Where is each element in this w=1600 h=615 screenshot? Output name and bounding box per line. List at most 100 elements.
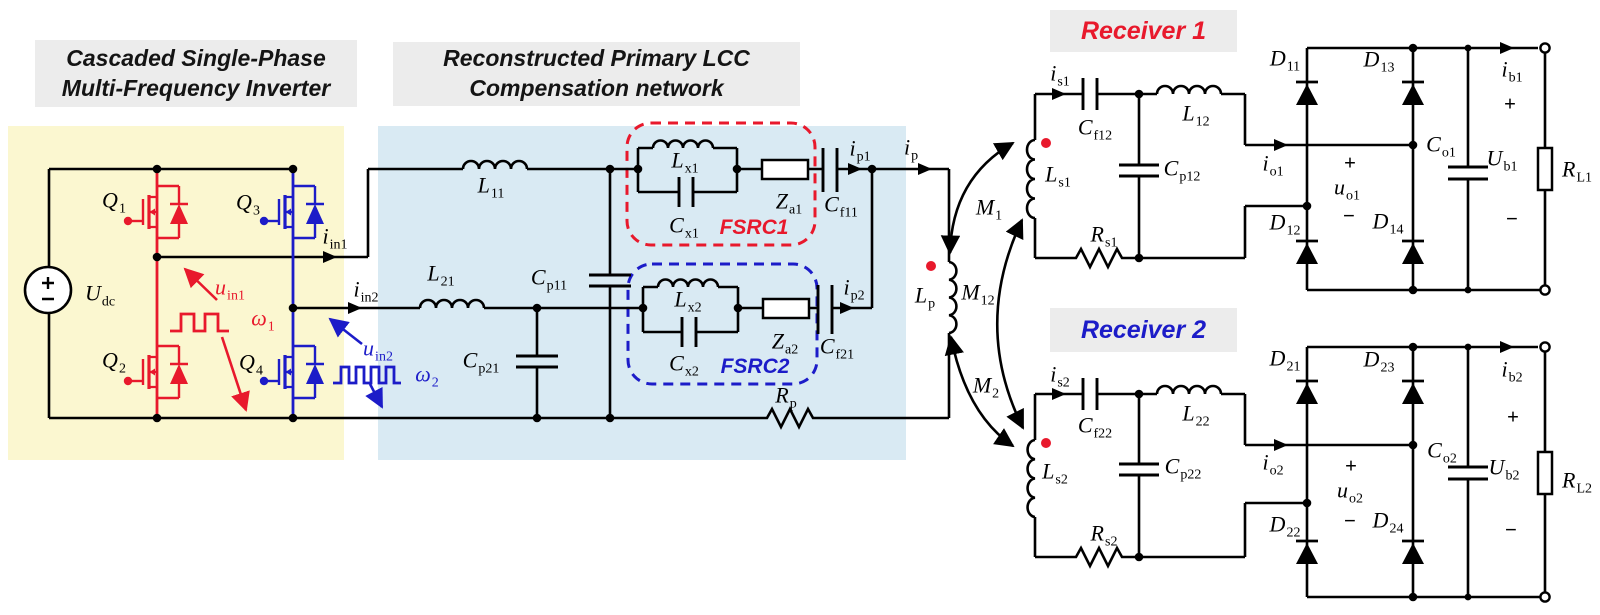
label-d12-main: D xyxy=(1269,209,1286,235)
label-rp: Rp xyxy=(775,384,796,411)
label-cp11-sub: p11 xyxy=(546,278,568,294)
label-cf21: Cf21 xyxy=(820,335,854,362)
label-ib2-main: i xyxy=(1501,356,1508,382)
label-za2: Za2 xyxy=(772,330,798,357)
label-cf12-main: C xyxy=(1077,114,1093,140)
label-q3-sub: 3 xyxy=(252,203,260,219)
inverter-section-title: Cascaded Single-Phase Multi-Frequency In… xyxy=(35,40,357,107)
label-l11-sub: 11 xyxy=(490,186,505,202)
impedance-za2-box xyxy=(761,297,811,320)
label-l12: L12 xyxy=(1182,102,1209,129)
label-l21-main: L xyxy=(427,260,440,286)
label-is1-sub: s1 xyxy=(1057,74,1070,90)
label-plus-ub1: + xyxy=(1504,91,1516,116)
label-rs2-sub: s2 xyxy=(1105,534,1118,550)
label-l11-main: L xyxy=(477,172,490,198)
label-l12-main: L xyxy=(1182,100,1195,126)
label-d21-main: D xyxy=(1269,345,1286,371)
label-rl2-main: R xyxy=(1561,467,1576,493)
label-za2-main: Z xyxy=(771,328,785,354)
label-cx2-sub: x2 xyxy=(684,364,699,380)
label-q3-main: Q xyxy=(236,189,252,215)
load-rl2-box xyxy=(1536,450,1554,496)
label-lp-main: L xyxy=(914,282,928,308)
label-cp22-main: C xyxy=(1164,453,1180,479)
lcc-title-line2: Compensation network xyxy=(469,75,724,101)
label-d13: D13 xyxy=(1364,48,1395,75)
label-ib2: ib2 xyxy=(1501,358,1522,385)
capacitor-plates xyxy=(516,78,1488,481)
label-cp21-main: C xyxy=(462,347,478,373)
label-m1-main: M xyxy=(975,194,995,220)
label-m1-sub: 1 xyxy=(995,208,1003,224)
label-l12-sub: 12 xyxy=(1195,114,1210,130)
label-ip: ip xyxy=(904,136,918,163)
label-ib2-sub: b2 xyxy=(1508,370,1523,386)
label-m12: M12 xyxy=(961,281,994,308)
label-l22-main: L xyxy=(1182,400,1195,426)
label-d22-main: D xyxy=(1269,511,1286,537)
label-omega1-sub: 1 xyxy=(267,319,275,335)
square-wave-1-icon xyxy=(170,312,229,333)
label-rs1-main: R xyxy=(1090,221,1104,247)
label-l11: L11 xyxy=(478,174,505,201)
label-m2: M2 xyxy=(973,374,999,401)
label-q4-main: Q xyxy=(239,349,255,375)
label-rl1-sub: L1 xyxy=(1576,170,1593,186)
label-rl2-sub: L2 xyxy=(1576,481,1593,497)
label-q4-sub: 4 xyxy=(255,363,263,379)
label-ib1: ib1 xyxy=(1501,58,1522,85)
label-lx2: Lx2 xyxy=(674,288,701,315)
label-ip2-sub: p2 xyxy=(850,288,865,304)
label-q2: Q2 xyxy=(102,349,126,376)
label-plus-ub1-main: + xyxy=(1504,91,1516,116)
label-cf11-main: C xyxy=(824,191,839,217)
label-ls1-sub: s1 xyxy=(1058,175,1071,191)
label-rl1-main: R xyxy=(1561,156,1576,182)
label-d21-sub: 21 xyxy=(1286,359,1301,375)
label-ib1-sub: b1 xyxy=(1508,70,1523,86)
label-cx2-main: C xyxy=(669,350,684,376)
label-rp-sub: p xyxy=(789,396,797,412)
label-iin1-sub: in1 xyxy=(329,237,348,253)
label-ub2: Ub2 xyxy=(1489,456,1520,483)
label-q1-sub: 1 xyxy=(118,201,126,217)
label-is2-sub: s2 xyxy=(1057,375,1070,391)
label-cf12-sub: f12 xyxy=(1093,128,1113,144)
label-za1-sub: a1 xyxy=(789,202,803,218)
label-uo2-sub: o2 xyxy=(1349,491,1363,507)
label-minus-uo2: − xyxy=(1344,510,1356,532)
diode-d13-icon xyxy=(1400,80,1426,107)
uin2-arrow-down xyxy=(365,383,384,409)
label-m12-sub: 12 xyxy=(980,293,995,309)
label-ub1-main: U xyxy=(1486,145,1503,171)
label-udc-main: U xyxy=(84,280,101,306)
label-cp21: Cp21 xyxy=(463,349,500,376)
label-ub1: Ub1 xyxy=(1487,147,1518,174)
label-ub1-sub: b1 xyxy=(1503,159,1518,175)
label-cf22-main: C xyxy=(1077,412,1093,438)
label-q2-main: Q xyxy=(102,347,118,373)
label-rl2: RL2 xyxy=(1562,469,1592,496)
inverter-title-line1: Cascaded Single-Phase xyxy=(66,44,326,71)
coupling-m1-arrow xyxy=(940,141,1015,255)
label-lp: Lp xyxy=(915,284,935,311)
label-co2: Co2 xyxy=(1427,439,1457,466)
diode-d23-icon xyxy=(1400,379,1426,406)
label-omega2: ω2 xyxy=(415,363,439,390)
lcc-title-line1: Reconstructed Primary LCC xyxy=(443,45,750,72)
label-rs1-sub: s1 xyxy=(1105,235,1118,251)
label-ub2-sub: b2 xyxy=(1505,468,1520,484)
label-minus-ub2: − xyxy=(1505,519,1517,541)
label-q2-sub: 2 xyxy=(118,361,126,377)
label-q3: Q3 xyxy=(236,191,260,218)
label-omega2-main: ω xyxy=(415,361,431,387)
label-iin2: iin2 xyxy=(353,278,378,305)
label-d14-main: D xyxy=(1372,208,1389,234)
label-cf22-sub: f22 xyxy=(1093,426,1113,442)
label-d11-sub: 11 xyxy=(1286,59,1301,75)
label-d23-sub: 23 xyxy=(1380,360,1395,376)
coupling-m2-arrow xyxy=(944,335,1015,448)
label-za2-sub: a2 xyxy=(785,342,799,358)
label-ub2-main: U xyxy=(1488,454,1505,480)
